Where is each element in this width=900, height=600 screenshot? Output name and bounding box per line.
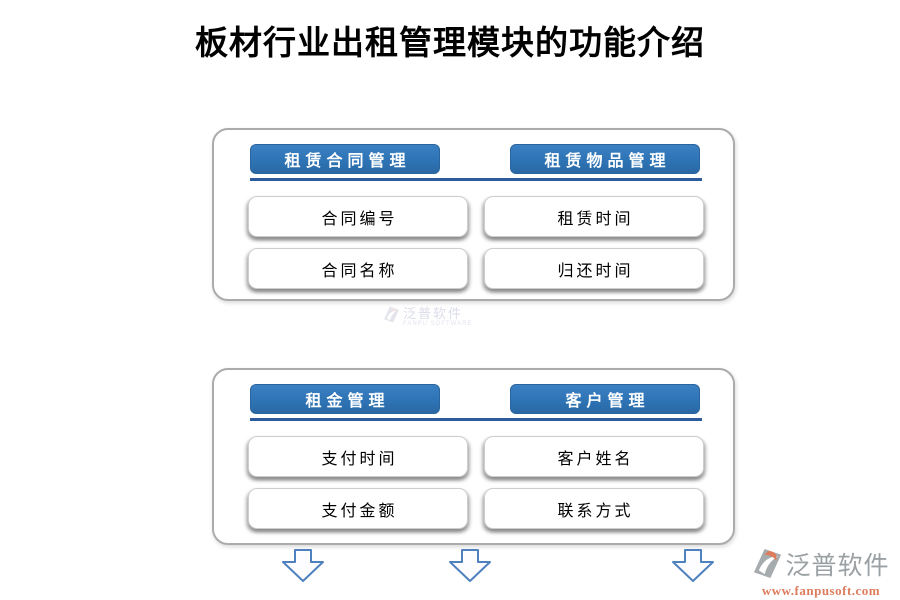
- fanpu-logo: 泛普软件 www.fanpusoft.com: [750, 548, 892, 599]
- item-return-time: 归还时间: [484, 248, 704, 289]
- watermark-subtext: FANPU SOFTWARE: [403, 321, 473, 327]
- item-payment-amount: 支付金额: [248, 488, 468, 529]
- fanpu-logo-icon: [752, 548, 783, 584]
- fanpu-logo-text: 泛普软件: [785, 552, 890, 580]
- fanpu-website-url: www.fanpusoft.com: [761, 583, 881, 598]
- down-arrow-icon: [281, 549, 325, 583]
- item-payment-time: 支付时间: [248, 436, 468, 477]
- item-contract-number: 合同编号: [248, 196, 468, 237]
- header-customer-management: 客户管理: [510, 384, 700, 414]
- module-panel-bottom: 租金管理 客户管理 支付时间 支付金额 客户姓名 联系方式: [212, 368, 735, 545]
- header-lease-item-management: 租赁物品管理: [510, 144, 700, 174]
- item-customer-name: 客户姓名: [484, 436, 704, 477]
- header-rent-management: 租金管理: [250, 384, 440, 414]
- header-lease-contract-management: 租赁合同管理: [250, 144, 440, 174]
- down-arrow-icon: [448, 549, 492, 583]
- watermark-logo-icon: [383, 306, 400, 328]
- header-underline: [250, 418, 702, 421]
- item-contract-name: 合同名称: [248, 248, 468, 289]
- watermark-text: 泛普软件: [403, 306, 464, 321]
- header-underline: [250, 178, 702, 181]
- module-panel-top: 租赁合同管理 租赁物品管理 合同编号 合同名称 租赁时间 归还时间: [212, 128, 735, 301]
- down-arrow-icon: [671, 549, 715, 583]
- item-contact-info: 联系方式: [484, 488, 704, 529]
- page-title: 板材行业出租管理模块的功能介绍: [195, 26, 705, 62]
- watermark: 泛普软件 FANPU SOFTWARE: [383, 306, 472, 328]
- item-lease-time: 租赁时间: [484, 196, 704, 237]
